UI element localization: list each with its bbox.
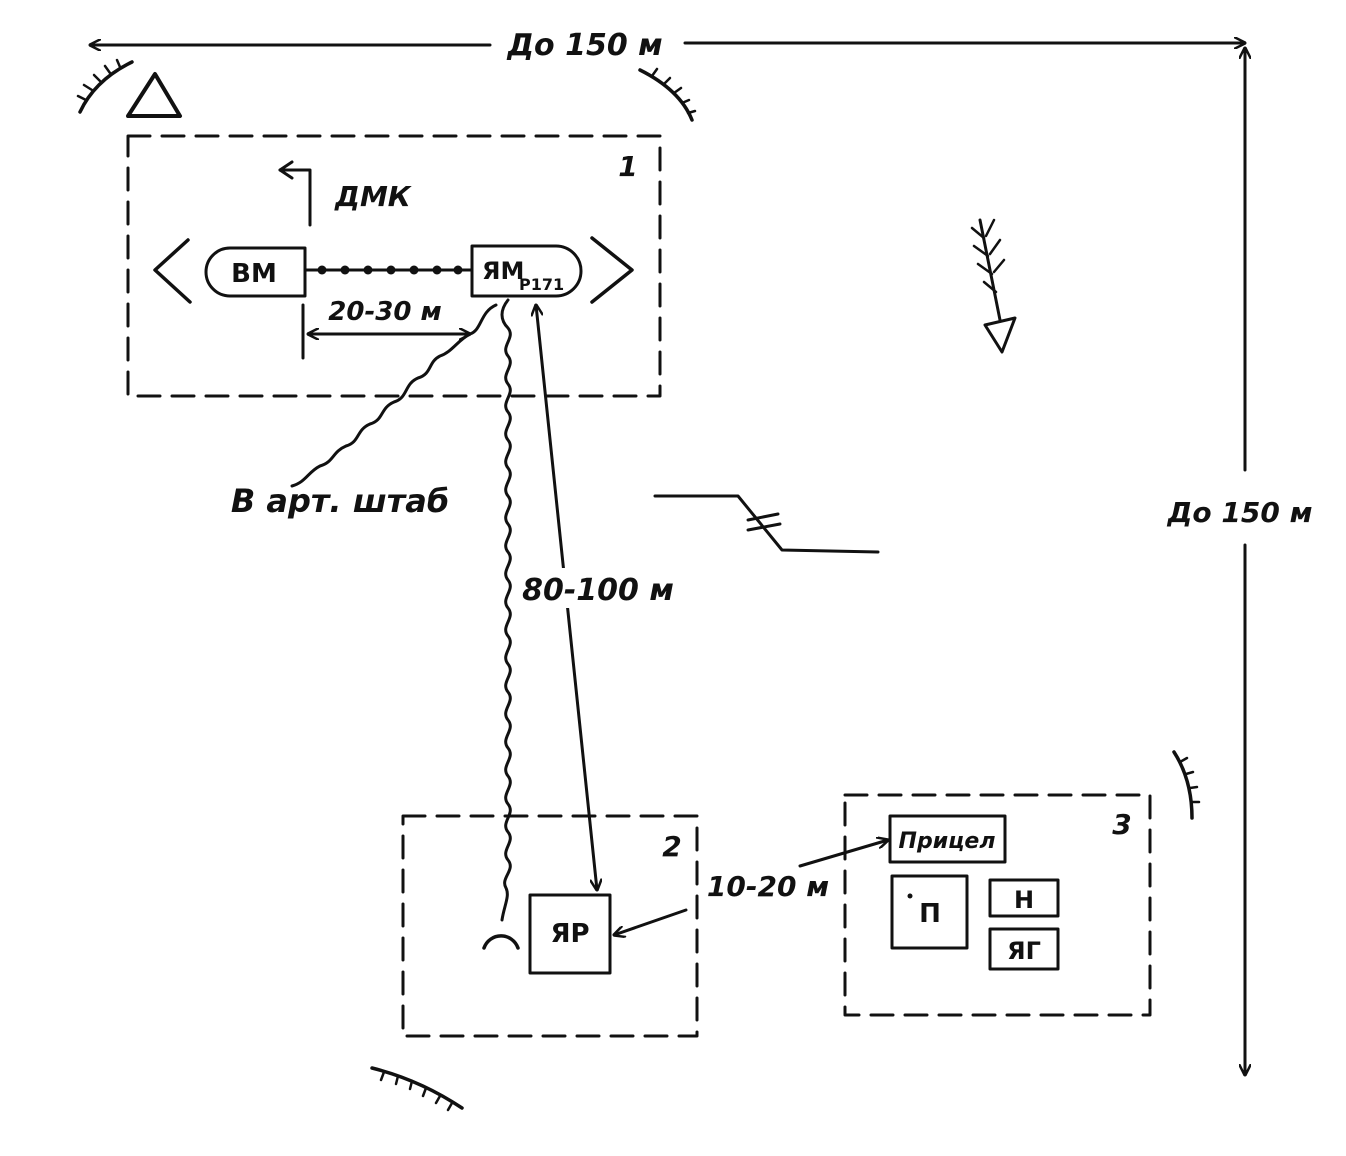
yam-label: ЯМ <box>482 257 524 285</box>
yag-label: ЯГ <box>1007 937 1041 965</box>
right-chevron-icon <box>590 236 634 304</box>
yar-link-arrow <box>614 908 688 935</box>
p-label: П <box>919 899 941 929</box>
right-dimension: До 150 м <box>1166 46 1313 1077</box>
zone2-cable <box>500 298 512 922</box>
zone-2-number: 2 <box>662 830 681 863</box>
art-shtab-label: В арт. штаб <box>231 482 449 520</box>
top-distance-label: До 150 м <box>506 28 662 63</box>
zone-3-border <box>843 793 1152 1017</box>
zone-1-border <box>126 134 662 398</box>
zone-2-border <box>401 814 699 1038</box>
link-label: 80-100 м <box>522 573 674 608</box>
yar-label: ЯР <box>550 919 589 949</box>
cable-end-icon <box>482 934 520 950</box>
pricel-label: Прицел <box>899 829 996 854</box>
n-label: Н <box>1014 886 1034 914</box>
wind-arrow-icon <box>970 218 1017 354</box>
triangle-marker-icon <box>126 72 182 118</box>
dmk-arrow-head-icon <box>278 160 294 180</box>
spacing-label: 20-30 м <box>328 297 441 327</box>
yam-main-label: ЯМ <box>482 257 524 285</box>
right-distance-label: До 150 м <box>1166 496 1312 529</box>
trench-mark-icon <box>76 58 134 114</box>
yam-subscript: Р171 <box>519 275 564 294</box>
p-dot <box>907 893 913 899</box>
dmk-label: ДМК <box>334 180 413 213</box>
yam-box <box>470 244 583 298</box>
dmk-direction-arrow <box>278 168 312 227</box>
zone3-link-label: 10-20 м <box>707 870 829 903</box>
zone-3-number: 3 <box>1112 808 1131 841</box>
dotted-chain <box>303 265 474 275</box>
yar-box <box>528 893 612 975</box>
link-label-bg <box>515 568 685 608</box>
trench-mark-icon <box>638 67 697 122</box>
zone-2: 2 ЯР <box>401 814 699 1038</box>
n-box <box>988 878 1060 918</box>
zone-1-number: 1 <box>618 150 637 183</box>
cable-break-icon <box>653 494 880 554</box>
pricel-box <box>888 814 1007 864</box>
vm-label: ВМ <box>231 259 277 289</box>
left-chevron-icon <box>153 238 192 304</box>
yag-box <box>988 927 1060 971</box>
trench-mark-icon <box>1172 750 1201 820</box>
vm-box <box>204 246 307 298</box>
trench-mark-icon <box>370 1066 464 1112</box>
art-shtab-cable <box>290 303 498 488</box>
zone-3: 3 Прицел П Н ЯГ <box>843 793 1152 1017</box>
p-box <box>890 874 969 950</box>
zone-1: 1 ДМК ВМ ЯМ Р171 20-30 м <box>126 134 662 398</box>
top-dimension: До 150 м <box>88 28 1247 63</box>
